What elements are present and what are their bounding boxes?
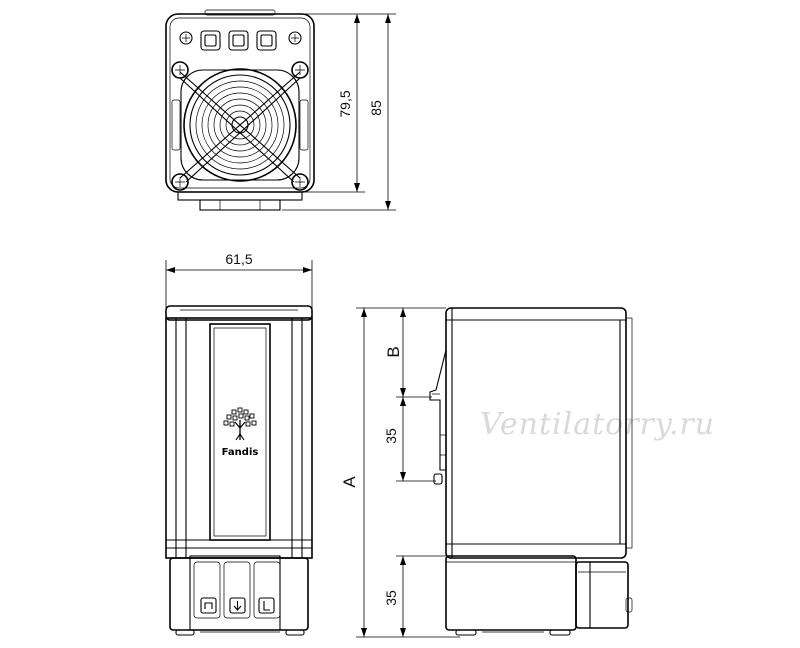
earth-terminal-icon: [233, 601, 242, 611]
fandis-logo-text: Fandis: [222, 447, 259, 458]
front-view-heater: 61,5: [165, 251, 313, 636]
terminal-symbols: [200, 597, 275, 614]
neutral-terminal-icon: [204, 602, 213, 609]
fandis-logo-icon: [223, 407, 257, 441]
dimension-a: A: [340, 476, 359, 488]
dimension-b: B: [384, 346, 403, 357]
side-view-heater: [429, 307, 633, 636]
watermark-text: Ventilatorry.ru: [480, 407, 715, 442]
top-terminals: [200, 30, 277, 51]
top-view-heater: [165, 9, 315, 211]
dimension-79-5: 79,5: [337, 90, 353, 117]
dimension-35-lower: 35: [383, 590, 399, 606]
dimension-61-5: 61,5: [225, 251, 252, 267]
line-terminal-icon: [263, 601, 270, 611]
fan-grille: [171, 61, 309, 191]
dimension-85: 85: [368, 100, 384, 116]
side-view-dimensions: A B 35 35: [340, 307, 460, 638]
top-view-dimensions: 79,5 85: [282, 13, 396, 211]
top-small-screws: [179, 31, 302, 45]
dimension-35-upper: 35: [383, 428, 399, 444]
